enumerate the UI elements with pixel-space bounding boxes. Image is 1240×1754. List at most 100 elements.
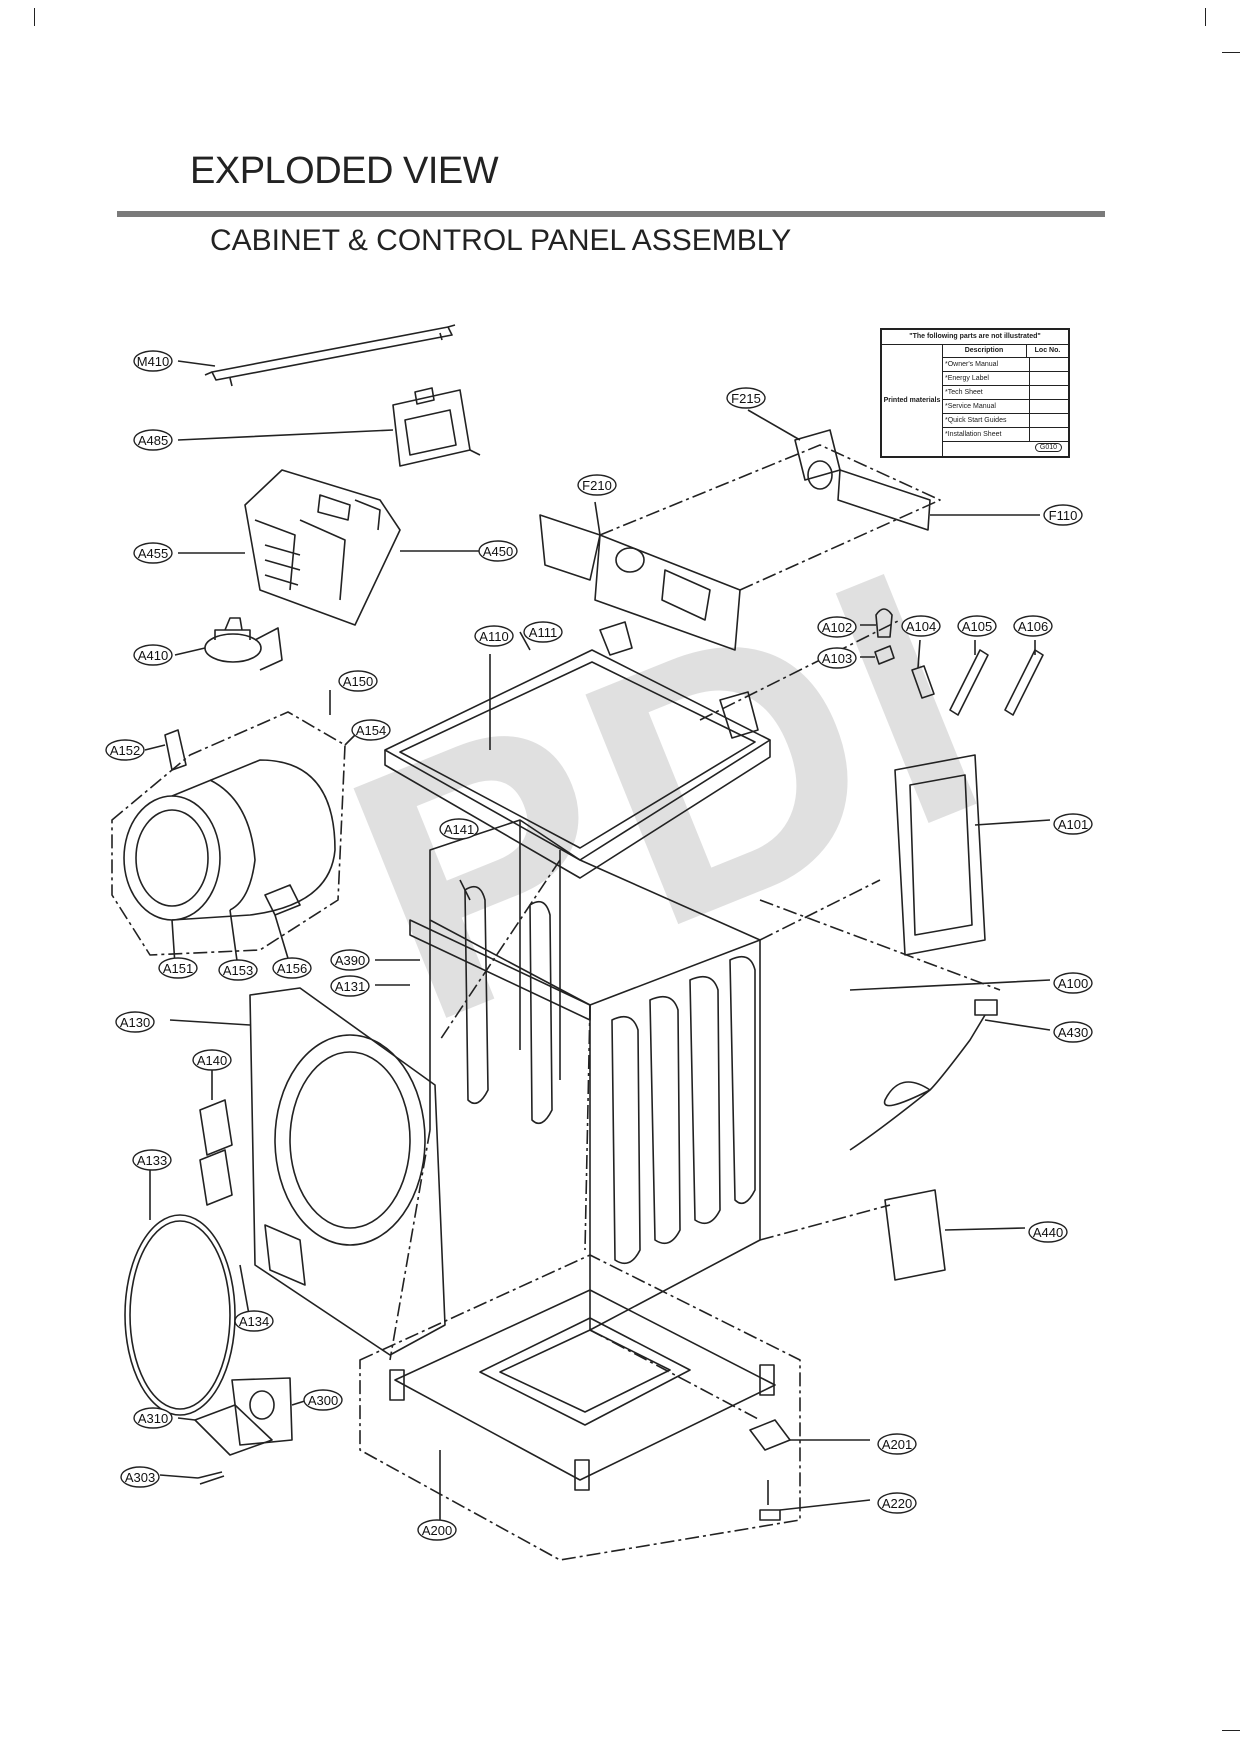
svg-text:A102: A102 [822, 620, 852, 635]
part-a156-bracket [264, 884, 301, 916]
svg-text:A150: A150 [343, 674, 373, 689]
svg-text:A303: A303 [125, 1470, 155, 1485]
svg-text:A111: A111 [529, 625, 557, 640]
svg-text:A430: A430 [1058, 1025, 1088, 1040]
label-f210: F210 [577, 474, 617, 496]
part-a133-clamp-ring [124, 1214, 236, 1416]
table-row: *Energy Label [942, 372, 1030, 385]
column-description: Description [942, 344, 1027, 357]
svg-text:A156: A156 [277, 961, 307, 976]
svg-text:A154: A154 [356, 723, 386, 738]
label-a152: A152 [105, 739, 145, 761]
part-a105-damper [949, 649, 989, 716]
printed-materials-label: Printed materials [882, 344, 943, 456]
svg-text:A105: A105 [962, 619, 992, 634]
label-a390: A390 [330, 949, 370, 971]
part-a455-board [244, 469, 401, 626]
not-illustrated-table: "The following parts are not illustrated… [880, 328, 1070, 458]
svg-text:A390: A390 [335, 953, 365, 968]
table-row: *Tech Sheet [942, 386, 1030, 399]
part-m410-bracket [211, 326, 453, 381]
svg-text:A450: A450 [483, 544, 513, 559]
crop-mark [34, 8, 35, 26]
svg-text:A455: A455 [138, 546, 168, 561]
svg-text:A201: A201 [882, 1437, 912, 1452]
part-a101-rear-cover [894, 754, 986, 956]
label-a140: A140 [192, 1049, 232, 1071]
label-a111: A111 [523, 621, 563, 643]
part-a106-damper [1004, 649, 1044, 716]
label-a430: A430 [1053, 1021, 1093, 1043]
part-a100-cabinet [429, 819, 761, 1006]
part-a130-front-panel [249, 987, 446, 1356]
label-a303: A303 [120, 1466, 160, 1488]
label-a156: A156 [272, 957, 312, 979]
svg-text:A410: A410 [138, 648, 168, 663]
part-a152-hinge [164, 729, 187, 771]
svg-text:A140: A140 [197, 1053, 227, 1068]
label-a130: A130 [115, 1011, 155, 1033]
label-a141: A141 [439, 818, 479, 840]
svg-text:A101: A101 [1058, 817, 1088, 832]
crop-mark [1205, 8, 1206, 26]
svg-text:A200: A200 [422, 1523, 452, 1538]
svg-text:A106: A106 [1018, 619, 1048, 634]
label-a300: A300 [303, 1389, 343, 1411]
title-rule [117, 211, 1105, 217]
table-row: *Owner's Manual [942, 358, 1030, 371]
label-a410: A410 [133, 644, 173, 666]
page-title: EXPLODED VIEW [190, 150, 499, 192]
part-a111-hinge [599, 621, 633, 656]
label-f110: F110 [1043, 504, 1083, 526]
label-a450: A450 [478, 540, 518, 562]
label-a153: A153 [218, 959, 258, 981]
label-a103: A103 [817, 647, 857, 669]
page-subtitle: CABINET & CONTROL PANEL ASSEMBLY [210, 224, 792, 257]
label-a201: A201 [877, 1433, 917, 1455]
table-row: *Service Manual [942, 400, 1030, 413]
part-f215-dispenser [794, 429, 841, 481]
svg-text:A103: A103 [822, 651, 852, 666]
svg-text:A485: A485 [138, 433, 168, 448]
part-a103-clip [874, 645, 895, 665]
crop-mark [1222, 1730, 1240, 1731]
label-a102: A102 [817, 616, 857, 638]
label-a131: A131 [330, 975, 370, 997]
not-illustrated-heading: "The following parts are not illustrated… [882, 330, 1068, 345]
label-a104: A104 [901, 615, 941, 637]
svg-text:A134: A134 [239, 1314, 269, 1329]
label-a110: A110 [474, 625, 514, 647]
svg-text:M410: M410 [137, 354, 170, 369]
svg-text:A141: A141 [444, 822, 474, 837]
svg-text:A110: A110 [479, 629, 508, 644]
label-a150: A150 [338, 670, 378, 692]
part-a430-power-cord [849, 1014, 986, 1151]
part-a200-base [359, 1254, 801, 1561]
part-a151-tub-front [123, 795, 221, 921]
svg-text:A104: A104 [906, 619, 936, 634]
label-a151: A151 [158, 957, 198, 979]
svg-text:A130: A130 [120, 1015, 150, 1030]
part-a300-housing [231, 1377, 293, 1446]
svg-text:A131: A131 [335, 979, 365, 994]
part-labels: M410 A485 A455 A450 A410 A150 A154 A152 … [105, 350, 1093, 1541]
label-a100: A100 [1053, 972, 1093, 994]
part-a201-bracket [749, 1419, 791, 1451]
label-a485: A485 [133, 429, 173, 451]
part-a410-switch [204, 633, 262, 663]
part-a104-valve [911, 665, 935, 699]
part-f210-control-panel [594, 534, 741, 651]
svg-text:F110: F110 [1049, 508, 1078, 523]
label-a106: A106 [1013, 615, 1053, 637]
part-a102-clip [875, 608, 893, 638]
svg-text:F215: F215 [731, 391, 761, 406]
label-a220: A220 [877, 1492, 917, 1514]
svg-text:A100: A100 [1058, 976, 1088, 991]
part-a310-cover [194, 1404, 273, 1456]
svg-text:A440: A440 [1033, 1225, 1063, 1240]
part-a140-hinge [199, 1099, 233, 1156]
label-a154: A154 [351, 719, 391, 741]
label-a133: A133 [132, 1149, 172, 1171]
svg-text:F210: F210 [582, 478, 612, 493]
